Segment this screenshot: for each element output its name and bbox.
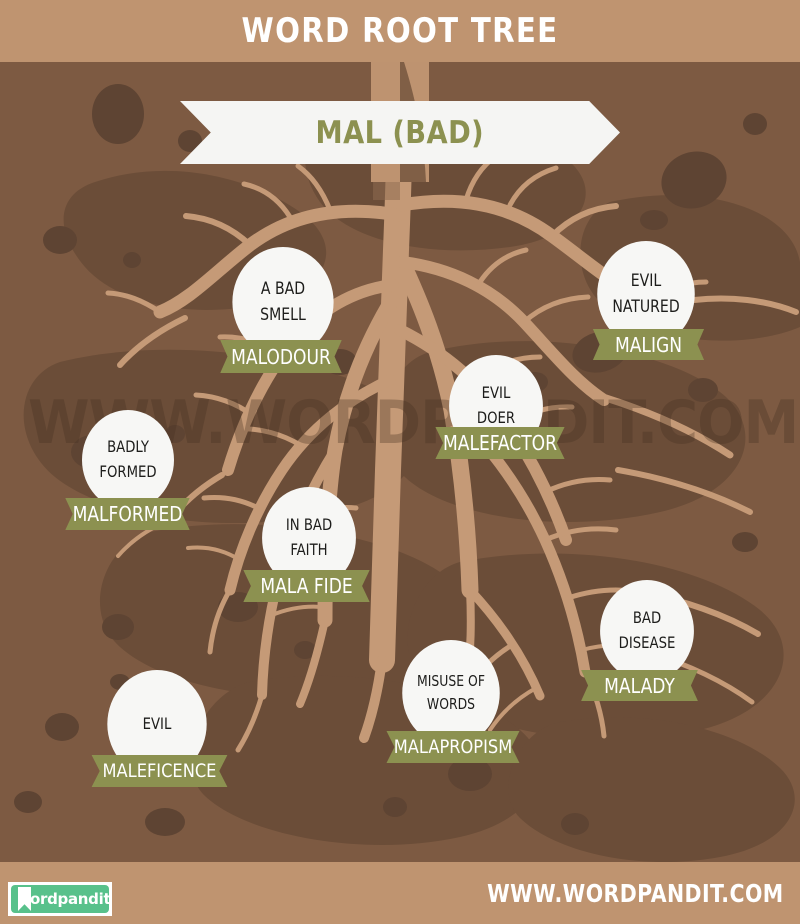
meaning-line-2: SMELL	[260, 305, 306, 325]
meaning-line-1: EVIL	[142, 713, 172, 733]
word-label: MALIGN	[614, 332, 683, 357]
word-label: MALA FIDE	[260, 574, 353, 598]
word-ribbon: MALODOUR	[220, 340, 342, 373]
word-ribbon: MALADY	[581, 670, 698, 701]
word-ribbon: MALAPROPISM	[386, 731, 520, 763]
word-label: MALFORMED	[72, 502, 183, 526]
meaning-bubble: BAD DISEASE	[600, 580, 694, 682]
top-band	[0, 0, 800, 62]
word-label: MALEFICENCE	[102, 760, 217, 782]
word-ribbon: MALEFACTOR	[435, 427, 565, 459]
logo-label: ordpandit	[30, 890, 111, 908]
wordpandit-logo[interactable]: ordpandit	[8, 882, 112, 916]
meaning-line-1: MISUSE OF	[417, 671, 485, 690]
meaning-line-2: DOER	[476, 408, 516, 427]
meaning-line-1: EVIL	[630, 270, 662, 291]
word-label: MALEFACTOR	[443, 431, 557, 455]
meaning-line-2: NATURED	[612, 297, 680, 317]
meaning-line-2: FAITH	[290, 540, 328, 559]
footer-url[interactable]: WWW.WORDPANDIT.COM	[487, 879, 784, 908]
meaning-line-1: IN BAD	[285, 515, 333, 535]
meaning-bubble: MISUSE OF WORDS	[402, 640, 500, 746]
word-label: MALADY	[604, 673, 675, 698]
word-label: MALODOUR	[231, 344, 331, 369]
meaning-line-1: EVIL	[481, 383, 511, 403]
logo-inner: ordpandit	[11, 885, 111, 913]
meaning-line-2: WORDS	[426, 695, 476, 713]
meaning-bubble: BADLY FORMED	[82, 410, 174, 510]
meaning-line-1: BAD	[632, 608, 662, 628]
word-label: MALAPROPISM	[393, 736, 513, 758]
word-ribbon: MALA FIDE	[243, 570, 370, 602]
meaning-bubble: A BAD SMELL	[232, 247, 334, 357]
meaning-line-1: BADLY	[107, 437, 149, 457]
meaning-line-2: DISEASE	[618, 633, 676, 652]
page-title: WORD ROOT TREE	[241, 11, 559, 51]
word-ribbon: MALIGN	[592, 329, 705, 360]
word-ribbon: MALEFICENCE	[91, 755, 228, 787]
word-ribbon: MALFORMED	[65, 498, 190, 530]
root-banner: MAL (BAD)	[180, 101, 620, 164]
root-banner-label: MAL (BAD)	[315, 114, 485, 151]
bookmark-icon	[18, 887, 31, 911]
meaning-line-1: A BAD	[260, 278, 306, 299]
meaning-line-2: FORMED	[99, 462, 157, 481]
bottom-band	[0, 862, 800, 924]
